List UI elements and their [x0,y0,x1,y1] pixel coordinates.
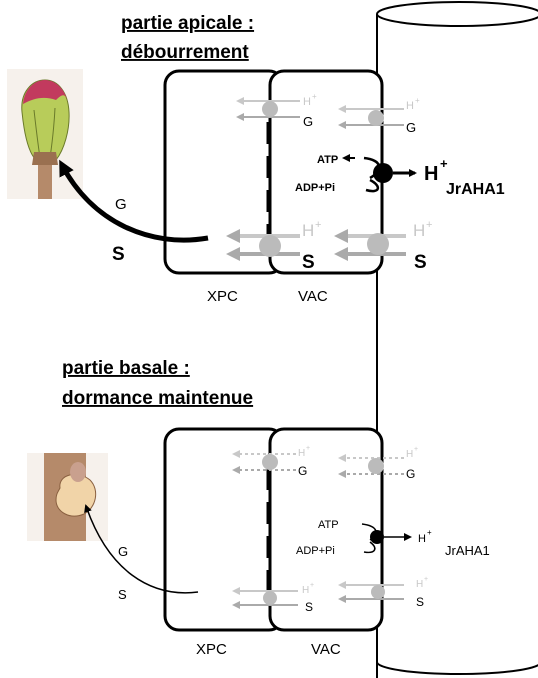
basal-h-plus-bottom-left: + [310,582,314,589]
basal-h-bottom-right: H [416,579,423,590]
basal-pump-label: JrAHA1 [445,543,490,558]
basal-atp-label: ATP [318,519,339,531]
apical-pump-h: H [424,163,438,185]
apical-xpc-label: XPC [207,288,238,305]
apical-title-line1: partie apicale : [121,13,254,34]
basal-h-plus-top-left: + [306,445,310,452]
apical-pump-h-plus: + [440,156,448,171]
basal-s-flow-label: S [118,587,127,602]
apical-sugar-flow-arrow: G S [62,165,208,265]
basal-pump-h: H [418,533,426,545]
basal-s-bottom-left: S [305,600,313,614]
basal-g-flow-label: G [118,544,128,559]
basal-g-top-left: G [298,464,307,478]
basal-title-line1: partie basale : [62,358,190,379]
basal-s-bottom-right: S [416,595,424,609]
basal-h-plus-top-right: + [414,446,418,453]
apical-h-bottom-left: H [302,221,314,240]
basal-title-line2: dormance maintenue [62,388,253,409]
apical-g-top-left: G [303,114,313,129]
basal-h-top-right: H [406,449,413,460]
apical-atp-label: ATP [317,154,338,166]
apical-s-flow-label: S [112,244,125,265]
apical-pump-label: JrAHA1 [446,181,505,198]
apical-adp-label: ADP+Pi [295,182,335,194]
basal-vac-label: VAC [311,641,341,658]
apical-g-top-right: G [406,120,416,135]
basal-xpc-label: XPC [196,641,227,658]
apical-h-plus-bottom-right: + [426,219,432,231]
apical-h-plus-top-right: + [415,96,420,105]
apical-s-bottom-right: S [414,252,427,273]
apical-g-flow-label: G [115,196,127,213]
basal-h-bottom-left: H [302,585,309,596]
apical-vac-label: VAC [298,288,328,305]
apical-h-top-right: H [406,100,414,112]
basal-h-top-left: H [298,448,305,459]
apical-title-line2: débourrement [121,42,249,63]
basal-h-plus-bottom-right: + [424,576,428,583]
basal-bud-picture [27,453,108,541]
apical-s-bottom-left: S [302,252,315,273]
apical-h-top-left: H [303,96,311,108]
apical-h-plus-bottom-left: + [315,219,321,231]
basal-adp-label: ADP+Pi [296,545,335,557]
apical-h-bottom-right: H [413,221,425,240]
vessel-cylinder [377,2,538,678]
basal-pump-h-plus: + [427,528,432,537]
basal-g-top-right: G [406,467,415,481]
apical-h-plus-top-left: + [312,92,317,101]
